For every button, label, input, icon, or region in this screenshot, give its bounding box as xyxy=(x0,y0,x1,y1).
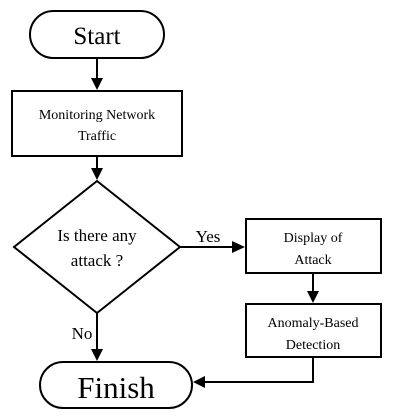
monitoring-process: Monitoring Network Traffic xyxy=(11,90,183,157)
start-label: Start xyxy=(73,23,120,50)
monitoring-label-line1: Monitoring Network xyxy=(39,108,155,123)
finish-label: Finish xyxy=(77,370,155,405)
arrow-yes-to-display: Yes xyxy=(180,227,245,253)
arrow-monitor-to-decision xyxy=(91,156,103,180)
anomaly-label-line2: Detection xyxy=(286,338,340,353)
decision-label-line2: attack ? xyxy=(71,251,123,270)
start-terminal: Start xyxy=(29,10,165,59)
anomaly-label-line1: Anomaly-Based xyxy=(268,316,359,331)
display-label-line1: Display of xyxy=(284,231,343,246)
arrow-anomaly-to-finish xyxy=(193,357,314,388)
display-label-line2: Attack xyxy=(294,253,331,268)
monitoring-label-line2: Traffic xyxy=(78,129,116,144)
arrow-display-to-anomaly xyxy=(307,273,319,303)
no-label: No xyxy=(72,324,93,343)
yes-label: Yes xyxy=(196,227,221,246)
arrow-start-to-monitor xyxy=(91,58,103,90)
arrow-no-to-finish: No xyxy=(72,313,103,361)
anomaly-detection-process: Anomaly-Based Detection xyxy=(245,303,382,358)
decision-label-line1: Is there any xyxy=(57,226,137,245)
display-attack-process: Display of Attack xyxy=(245,218,382,274)
finish-terminal: Finish xyxy=(39,361,193,409)
decision-diamond: Is there any attack ? xyxy=(12,179,182,315)
